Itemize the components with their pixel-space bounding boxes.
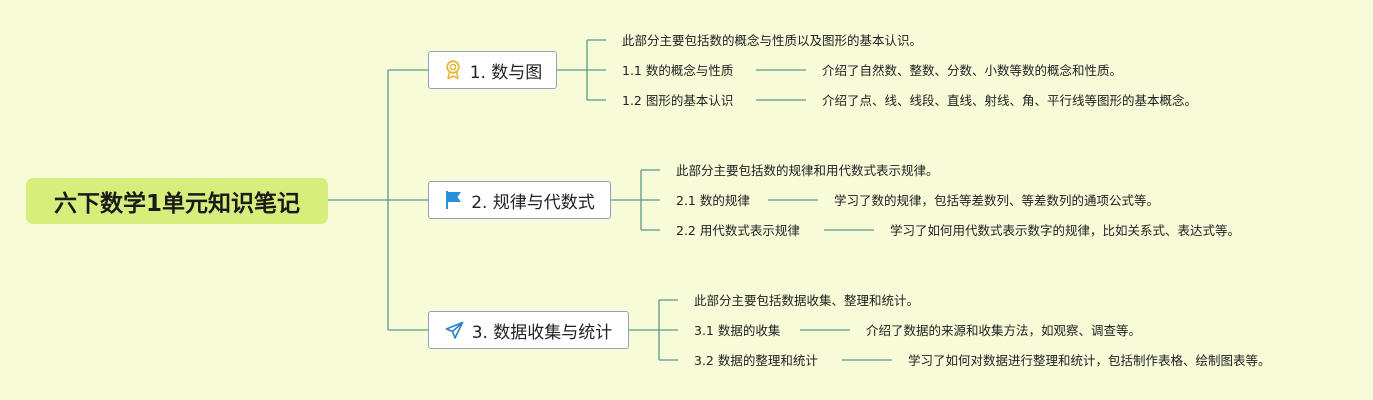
branch-2-item-1-label[interactable]: 2.1 数的规律 [676, 193, 750, 208]
branch-1-summary[interactable]: 此部分主要包括数的概念与性质以及图形的基本认识。 [622, 33, 923, 48]
branch-1-item-2-label[interactable]: 1.2 图形的基本认识 [622, 93, 734, 108]
branch-2-summary[interactable]: 此部分主要包括数的规律和用代数式表示规律。 [676, 163, 939, 178]
award-medal-icon [443, 60, 463, 80]
branch-1-item-1-label[interactable]: 1.1 数的概念与性质 [622, 63, 734, 78]
root-topic[interactable]: 六下数学1单元知识笔记 [26, 178, 328, 224]
branch-3-item-1-detail[interactable]: 介绍了数据的来源和收集方法，如观察、调查等。 [866, 323, 1142, 338]
branch-2-item-1-detail[interactable]: 学习了数的规律，包括等差数列、等差数列的通项公式等。 [834, 193, 1160, 208]
branch-3-item-2-label[interactable]: 3.2 数据的整理和统计 [694, 353, 818, 368]
branch-topic-1[interactable]: 1. 数与图 [428, 51, 557, 89]
branch-1-item-2-detail[interactable]: 介绍了点、线、线段、直线、射线、角、平行线等图形的基本概念。 [822, 93, 1198, 108]
branch-1-item-1-detail[interactable]: 介绍了自然数、整数、分数、小数等数的概念和性质。 [822, 63, 1123, 78]
branch-3-summary[interactable]: 此部分主要包括数据收集、整理和统计。 [694, 293, 920, 308]
flag-icon [444, 190, 464, 210]
branch-3-item-1-label[interactable]: 3.1 数据的收集 [694, 323, 781, 338]
branch-3-item-2-detail[interactable]: 学习了如何对数据进行整理和统计，包括制作表格、绘制图表等。 [908, 353, 1271, 368]
branch-title-2: 2. 规律与代数式 [471, 192, 595, 213]
branch-2-item-2-label[interactable]: 2.2 用代数式表示规律 [676, 223, 800, 238]
paper-plane-icon [445, 320, 465, 340]
branch-title-3: 3. 数据收集与统计 [471, 322, 613, 343]
branch-topic-2[interactable]: 2. 规律与代数式 [428, 181, 611, 219]
root-title: 六下数学1单元知识笔记 [53, 191, 300, 217]
branch-2-item-2-detail[interactable]: 学习了如何用代数式表示数字的规律，比如关系式、表达式等。 [890, 223, 1241, 238]
branch-title-1: 1. 数与图 [469, 62, 543, 83]
branch-topic-3[interactable]: 3. 数据收集与统计 [428, 311, 629, 349]
